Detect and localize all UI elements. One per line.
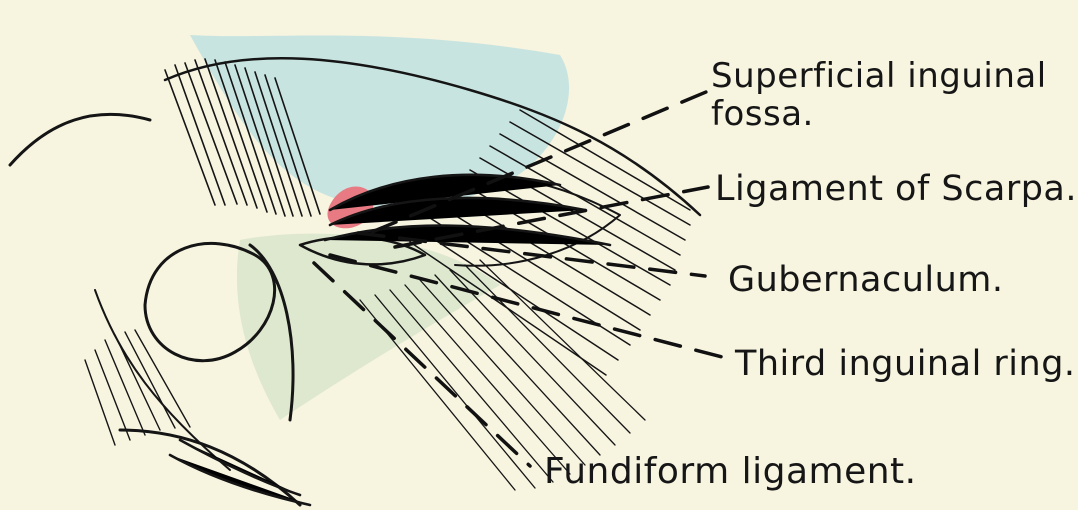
label-ligament-of-scarpa: Ligament of Scarpa. xyxy=(715,172,1077,207)
thigh-outline xyxy=(10,114,150,165)
label-third-inguinal-ring: Third inguinal ring. xyxy=(735,347,1076,382)
label-superficial-inguinal-fossa-line-1: Superficial inguinal xyxy=(711,59,1047,93)
green-wash-area xyxy=(237,234,500,420)
groin-crease xyxy=(95,290,230,470)
label-gubernaculum: Gubernaculum. xyxy=(728,263,1004,298)
label-superficial-inguinal-fossa-line-2: fossa. xyxy=(711,97,814,131)
label-fundiform-ligament: Fundiform ligament. xyxy=(544,454,917,490)
